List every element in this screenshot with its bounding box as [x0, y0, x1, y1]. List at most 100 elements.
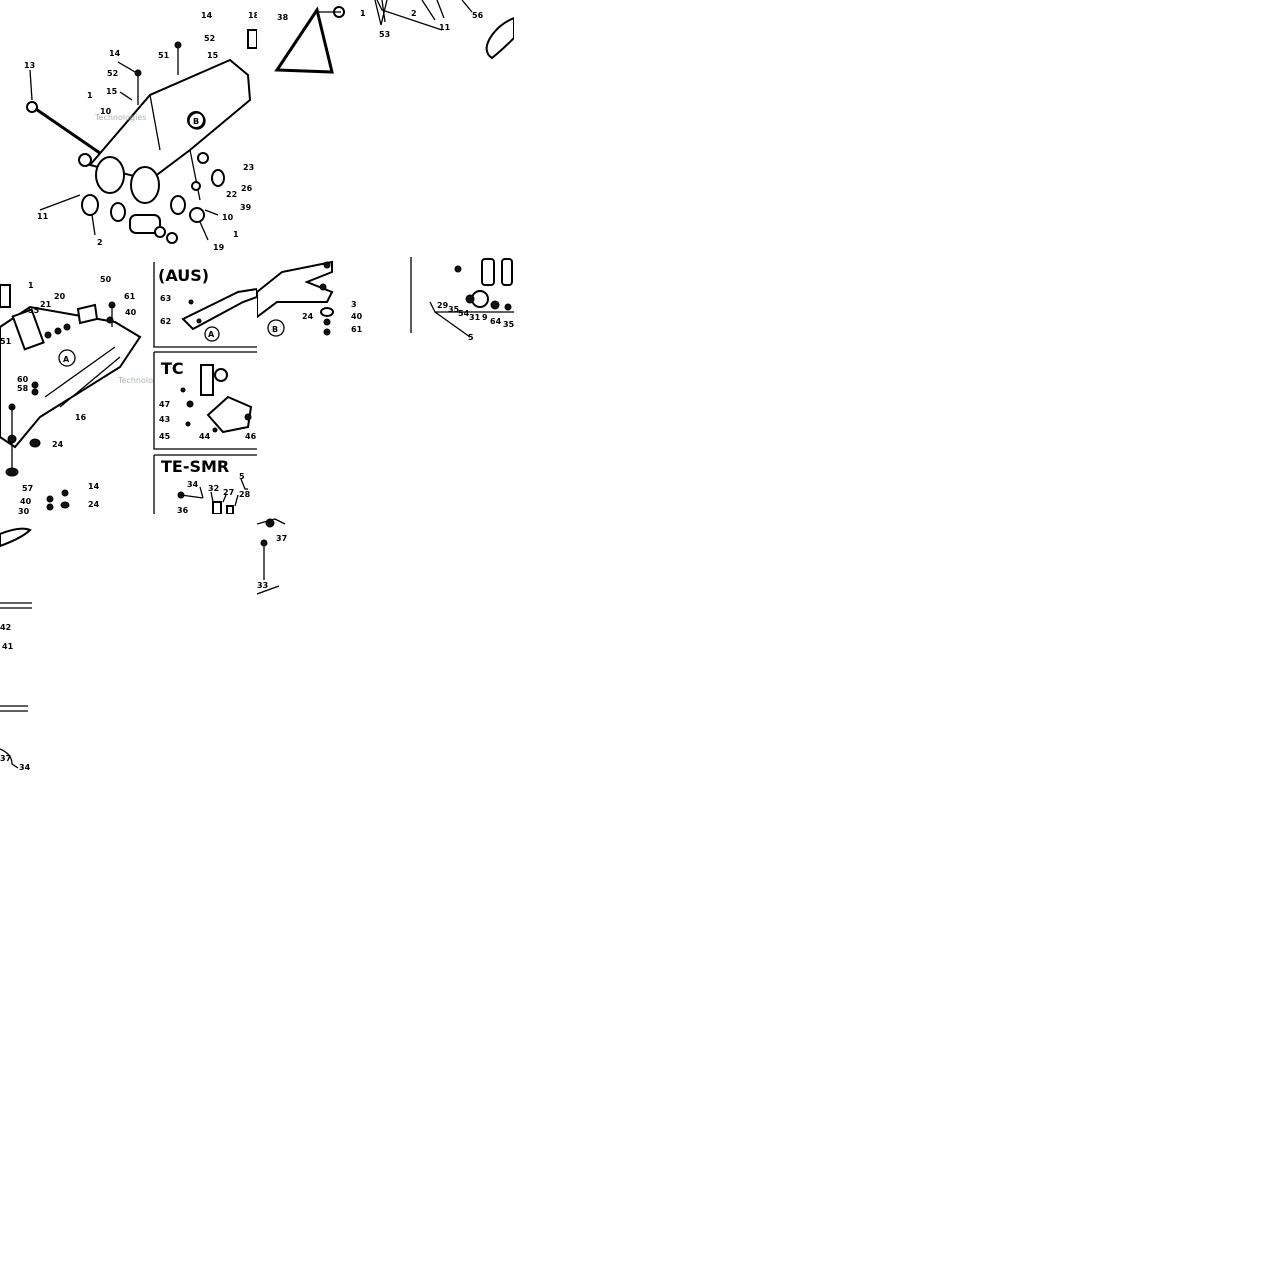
small-hardware-view: 37 33 [257, 514, 287, 599]
callout-label: 29 [437, 301, 449, 310]
callout-label: 37 [0, 754, 11, 763]
callout-label: 35 [503, 320, 514, 329]
callout-label: 10 [222, 213, 234, 222]
circle-letter-a: A [208, 330, 215, 339]
triangle-stand [274, 6, 334, 74]
callout-label: 1 [360, 9, 366, 18]
chain-slider-view: A Technologies 1 50 21 20 61 55 40 51 60… [0, 257, 153, 514]
axle-bolt-head [26, 101, 38, 113]
callout-label: 45 [159, 432, 171, 441]
callout-label: 61 [351, 325, 363, 334]
callout-label: 38 [277, 13, 289, 22]
callout-label: 52 [204, 34, 215, 43]
callout-label: 14 [88, 482, 100, 491]
circle-letter-b: B [193, 117, 199, 126]
callout-label: 15 [106, 87, 118, 96]
callout-label: 33 [257, 581, 268, 590]
callout-label: 3 [351, 300, 357, 309]
callout-label: 14 [201, 11, 213, 20]
callout-label: 37 [276, 534, 287, 543]
callout-label: 46 [245, 432, 257, 441]
callout-label: 52 [107, 69, 118, 78]
callout-label: 53 [379, 30, 390, 39]
callout-label: 64 [490, 317, 502, 326]
watermark-text: Technologies [94, 113, 146, 122]
callout-label: 20 [54, 292, 66, 301]
callout-label: 21 [40, 300, 52, 309]
callout-labels: 42 41 37 34 [0, 623, 31, 772]
callout-label: 5 [468, 333, 474, 342]
callout-label: 34 [19, 763, 31, 772]
callout-label: 24 [88, 500, 100, 509]
bushing-left [95, 156, 125, 194]
bushing-right [130, 166, 160, 204]
callout-label: 63 [160, 294, 171, 303]
callout-label: 58 [17, 384, 29, 393]
callout-label: 56 [472, 11, 484, 20]
callout-label: 50 [100, 275, 112, 284]
callout-label: 24 [52, 440, 64, 449]
variant-label-tc: TC [161, 359, 184, 378]
callout-label: 51 [158, 51, 170, 60]
callout-label: 41 [2, 642, 14, 651]
circle-letter-a: A [63, 355, 70, 364]
callout-label: 15 [207, 51, 219, 60]
callout-label: 51 [0, 337, 12, 346]
callout-label: 11 [439, 23, 451, 32]
callout-label: 57 [22, 484, 33, 493]
callout-labels: 38 1 2 11 56 53 [277, 9, 484, 39]
callout-label: 35 [448, 305, 460, 314]
callout-label: 10 [100, 107, 112, 116]
callout-label: 16 [75, 413, 87, 422]
callout-labels: 3 24 40 61 [302, 300, 363, 334]
callout-label: 40 [20, 497, 32, 506]
stand-bracket-view: 38 1 2 11 56 53 [257, 0, 514, 257]
callout-label: 1 [28, 281, 34, 290]
callout-label: 22 [226, 190, 237, 199]
callout-label: 1 [233, 230, 239, 239]
variant-label-te-smr: TE-SMR [161, 457, 229, 476]
variant-label-aus: (AUS) [158, 266, 209, 285]
callout-label: 30 [18, 507, 30, 514]
callout-labels: 63 62 47 43 45 44 46 34 32 27 28 5 36 [159, 294, 257, 514]
callout-label: 40 [125, 308, 137, 317]
callout-label: 43 [159, 415, 170, 424]
callout-labels: 14 18 52 51 14 52 15 15 13 1 10 B 23 22 … [24, 11, 257, 252]
chain-guide-end-view: B 3 24 40 61 [257, 257, 410, 337]
callout-labels: 37 33 [257, 534, 287, 590]
tc-bracket [206, 395, 253, 434]
callout-label: 27 [223, 488, 234, 497]
callout-label: 36 [177, 506, 189, 514]
callout-labels: 29 35 54 31 9 64 35 5 [437, 301, 514, 342]
watermark-text: Technologies [117, 376, 153, 385]
callout-label: 31 [469, 313, 481, 322]
callout-label: 34 [187, 480, 199, 489]
callout-labels: 1 50 21 20 61 55 40 51 60 58 16 24 57 14… [0, 275, 137, 514]
callout-label: 14 [109, 49, 121, 58]
callout-label: 61 [124, 292, 136, 301]
callout-label: 11 [37, 212, 49, 221]
lower-fragment-view: 42 41 37 34 [0, 514, 40, 774]
callout-label: 2 [97, 238, 103, 247]
callout-label: 2 [411, 9, 417, 18]
callout-label: 55 [28, 306, 40, 315]
chain-tensioner-view: 29 35 54 31 9 64 35 5 [410, 257, 514, 342]
callout-label: 23 [243, 163, 254, 172]
callout-label: 26 [241, 184, 253, 193]
callout-label: 18 [248, 11, 257, 20]
callout-label: 19 [213, 243, 225, 252]
callout-label: 24 [302, 312, 314, 321]
callout-label: 62 [160, 317, 171, 326]
swingarm-exploded-view: Technologies 14 18 52 51 14 52 15 15 13 … [0, 0, 257, 257]
callout-label: 9 [482, 313, 488, 322]
callout-label: 39 [240, 203, 252, 212]
callout-label: 13 [24, 61, 35, 70]
callout-label: 42 [0, 623, 11, 632]
callout-label: 40 [351, 312, 363, 321]
circle-letter-b: B [272, 325, 278, 334]
callout-label: 54 [458, 309, 470, 318]
callout-label: 32 [208, 484, 219, 493]
callout-label: 60 [17, 375, 29, 384]
callout-label: 1 [87, 91, 93, 100]
